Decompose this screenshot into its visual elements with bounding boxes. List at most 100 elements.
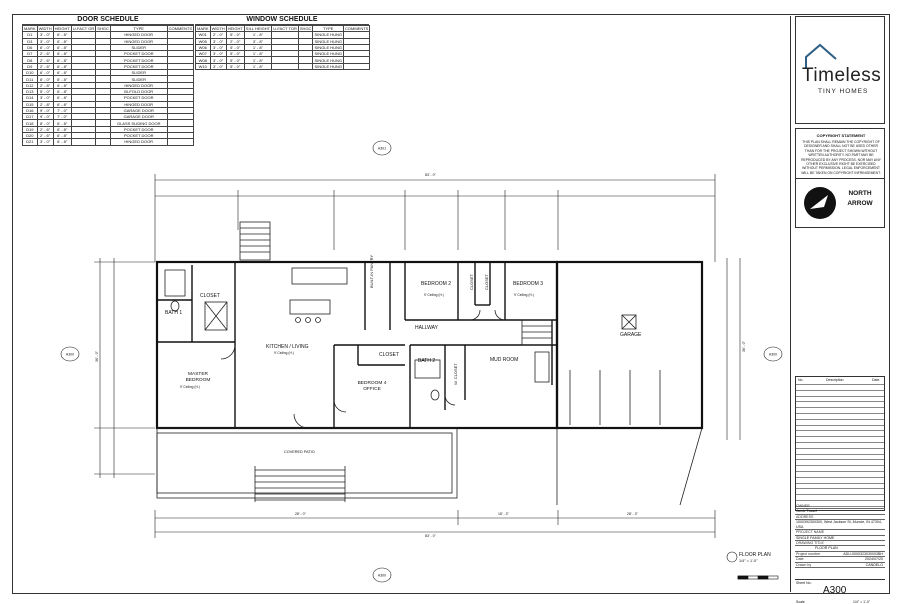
room-closet2b: CLOSET — [484, 273, 489, 290]
door-schedule-cell — [70, 119, 97, 127]
revision-line — [796, 401, 884, 403]
scale-value: 1/4" = 1'-0" — [853, 600, 871, 604]
sheet-number: A300 — [823, 585, 847, 596]
door-schedule-cell — [70, 100, 97, 108]
door-schedule-cell — [166, 87, 195, 96]
window-schedule-cell: 1' - 8" — [243, 62, 273, 71]
revision-line — [796, 395, 884, 397]
rev-no-header: No. — [798, 378, 804, 382]
dim-depth-right: 36' - 0" — [742, 341, 746, 352]
north-arrow-label: NORTH ARROW — [847, 190, 873, 207]
address-row: ADDRESS — [795, 515, 885, 521]
revision-line — [796, 442, 884, 443]
revision-line — [796, 384, 884, 385]
revision-line — [796, 447, 884, 449]
project-value-row: SINGLE FAMILY HOME — [795, 535, 885, 542]
room-builtin: BUILT-IN PANTRY — [369, 254, 374, 288]
door-schedule-cell — [70, 113, 97, 121]
address-value-row: 1000392300300, West Jackson St, Muncie, … — [795, 520, 885, 531]
room-closet4: CLOSET — [379, 352, 400, 358]
door-schedule-cell — [70, 62, 97, 71]
project-info: OWNER Jamie Tussel ADDRESS 1000392300300… — [795, 504, 885, 569]
door-schedule-cell — [70, 69, 97, 77]
address-value: 1000392300300, West Jackson St, Muncie, … — [796, 520, 882, 529]
room-master: MASTER BEDROOM — [185, 372, 211, 383]
title-block: Timeless TINY HOMES COPYRIGHT STATEMENT … — [790, 16, 888, 604]
copyright-title: COPYRIGHT STATEMENT — [816, 133, 866, 138]
window-schedule-cell — [271, 62, 299, 71]
revision-line — [796, 488, 884, 490]
drawing-row: DRAWING TITLE — [795, 541, 885, 547]
project-row: PROJECT NAME — [795, 530, 885, 536]
room-closet2a: CLOSET — [469, 273, 474, 290]
room-bath1: BATH 1 — [165, 310, 183, 316]
revision-line — [796, 500, 884, 501]
floor-plan-caption: FLOOR PLAN — [739, 552, 771, 558]
door-schedule-cell — [166, 69, 195, 77]
project-label: PROJECT NAME — [796, 530, 825, 535]
room-kitchen: KITCHEN / LIVING — [266, 344, 309, 350]
room-bedroom3: BEDROOM 3 — [513, 281, 544, 287]
drawn-row: Drawn by CANDELO — [795, 562, 885, 569]
logo-subtitle: TINY HOMES — [818, 88, 869, 95]
sheet-number-box: Sheet No. A300 Scale 1/4" = 1'-0" — [795, 579, 885, 604]
project-value: SINGLE FAMILY HOME — [796, 535, 835, 540]
drawing-label: DRAWING TITLE — [796, 541, 824, 546]
window-schedule-header-cell: COMMENTS — [343, 24, 371, 33]
door-schedule-cell — [166, 94, 195, 102]
north-arrow-icon — [804, 187, 836, 219]
room-mudroom: MUD ROOM — [490, 357, 519, 363]
sheet-label: Sheet No. — [796, 581, 812, 585]
dim-bottom-right: 28' - 3" — [627, 512, 638, 516]
door-schedule-cell — [166, 119, 195, 127]
owner-row: OWNER — [795, 504, 885, 510]
revision-line — [796, 418, 884, 420]
door-schedule-cell — [70, 94, 97, 102]
drawing-value: FLOOR PLAN — [815, 546, 838, 551]
revision-line — [796, 453, 884, 455]
room-bedroom4: BEDROOM 4 OFFICE — [357, 381, 387, 392]
logo-wordmark: Timeless — [802, 65, 882, 86]
revision-line — [796, 494, 884, 496]
room-wcloset: W. CLOSET — [453, 363, 458, 385]
revision-line — [796, 413, 884, 414]
door-schedule-cell — [166, 81, 195, 89]
callout-top[interactable]: A301 — [378, 147, 386, 151]
date-label: Date — [796, 557, 804, 562]
revision-line — [796, 459, 884, 461]
drawn-value: CANDELO — [865, 562, 883, 567]
callout-right[interactable]: A300 — [769, 353, 777, 357]
callout-left[interactable]: A300 — [66, 353, 74, 357]
door-schedule-header-cell: U-FACT OR — [70, 24, 97, 33]
floor-plan: A301 A300 A300 A300 — [60, 140, 783, 583]
room-master-ceiling: 9' Ceiling (H.) — [180, 385, 200, 389]
door-schedule-cell — [70, 75, 97, 83]
sheet-border — [12, 14, 890, 594]
window-schedule-header-cell: U-FACT TOR — [271, 24, 299, 33]
revision-table: No. Description Date — [795, 376, 885, 511]
copyright-text: THIS PLAN SHALL REMAIN THE COPYRIGHT OF … — [801, 140, 881, 175]
dim-bottom-mid: 18' - 3" — [498, 512, 509, 516]
revision-line — [796, 430, 884, 432]
drawn-label: Drawn by — [796, 562, 812, 567]
room-hallway: HALLWAY — [415, 325, 438, 331]
revision-line — [796, 476, 884, 478]
room-bath2: BATH 2 — [418, 358, 436, 364]
revision-line — [796, 389, 884, 391]
callout-bottom[interactable]: A300 — [378, 574, 386, 578]
